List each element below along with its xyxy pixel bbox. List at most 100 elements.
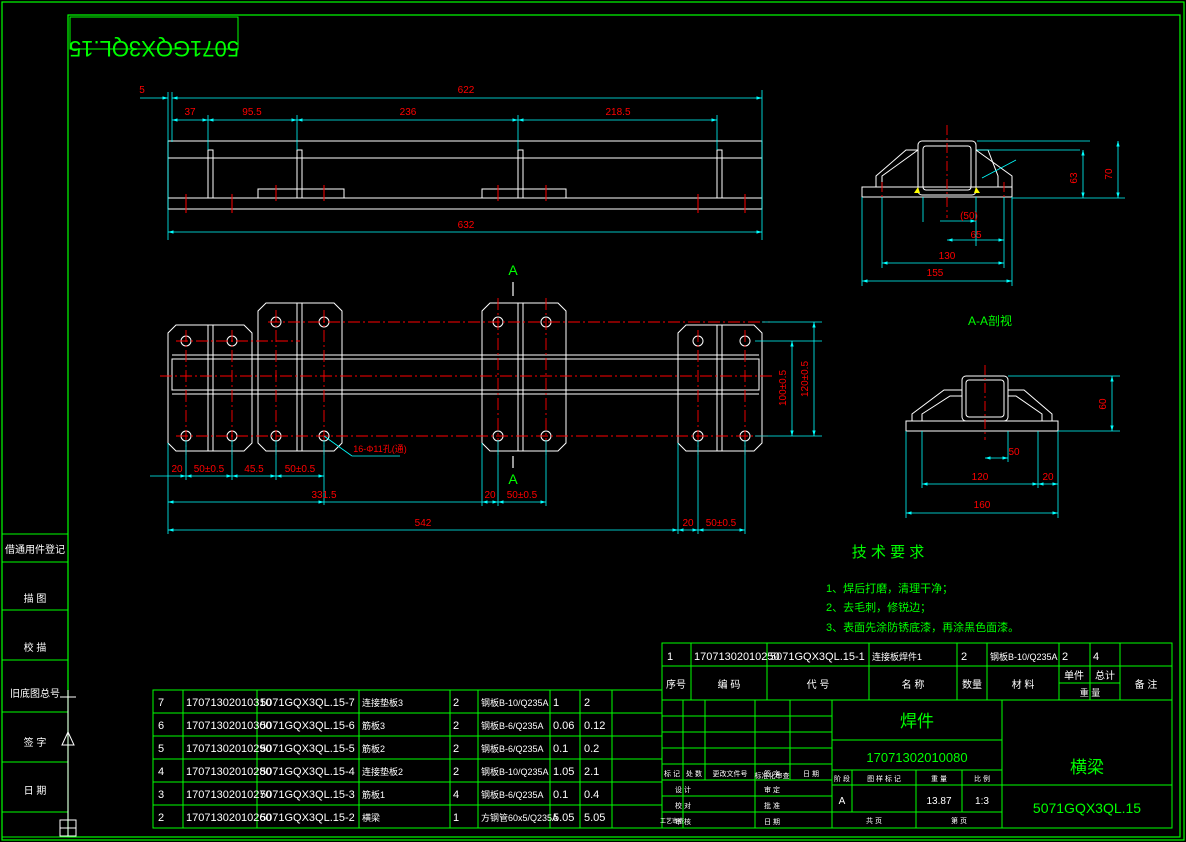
bom-header-cell-0: 序号 — [666, 678, 686, 691]
bom-row-1-cell-3: 筋板3 — [362, 720, 385, 731]
front-view: 5 622 37 95.5 236 218.5 632 — [139, 85, 763, 240]
dim-236: 236 — [400, 107, 417, 118]
end-view-geometry — [905, 375, 1059, 432]
dim-end-20: 20 — [1042, 472, 1054, 483]
bom-row-2-cell-3: 筋板2 — [362, 743, 385, 754]
bom-row-0-cell-3: 连接垫板3 — [362, 697, 403, 708]
bom-row-3-cell-5: 钢板B-10/Q235A — [481, 766, 549, 777]
dim-total-632: 632 — [458, 220, 475, 231]
sheet-current: 第 页 — [951, 816, 967, 825]
scale-value: 1:3 — [975, 796, 989, 807]
dim-end-60: 60 — [1098, 398, 1109, 410]
side-label-5: 日 期 — [24, 785, 47, 797]
tech-req-item-1: 1、焊后打磨，清理干净； — [826, 581, 953, 595]
dim-37: 37 — [184, 107, 196, 118]
bom-row-4-cell-7: 0.4 — [584, 789, 599, 801]
bom-row-1-cell-1: 17071302010300 — [186, 720, 272, 732]
side-label-column: 借通用件登记 描 图 校 描 旧底图总号 签 字 日 期 — [1, 533, 77, 838]
plan-view-bolt-holes — [180, 316, 751, 442]
technical-requirements: 技 术 要 求 1、焊后打磨，清理干净； 2、去毛刺，修锐边； 3、表面先涂防锈… — [826, 544, 1019, 634]
bom-row-1-cell-7: 0.12 — [584, 720, 605, 732]
plan-view: A A — [150, 262, 822, 534]
role-left-3: 工艺审查 — [660, 817, 684, 825]
dim-plan-50d: 50±0.5 — [706, 518, 737, 529]
bom-row-4-cell-1: 17071302010270 — [186, 789, 272, 801]
section-a-a-dimensions — [861, 140, 1125, 286]
plan-view-centerlines — [160, 298, 772, 455]
role-right-0: 标准化审查 — [755, 771, 790, 780]
bom-top-row-cell-5: 钢板B-10/Q235A — [990, 651, 1058, 662]
bom-top-row-cell-3: 连接板焊件1 — [872, 651, 922, 662]
mirrored-drawing-number-text: 5071GQX3QL.15 — [69, 36, 239, 61]
side-label-3: 旧底图总号 — [10, 687, 60, 700]
section-a-a-geometry — [861, 140, 1013, 198]
bom-row-3-cell-0: 4 — [158, 766, 164, 778]
dim-sec-63: 63 — [1069, 172, 1080, 184]
bom-row-5-cell-5: 方钢管60x5/Q235A — [481, 812, 558, 823]
bom-top-row-cell-7: 4 — [1093, 651, 1099, 663]
bom-row-5-cell-2: 5071GQX3QL.15-2 — [260, 812, 355, 824]
bom-row-5-cell-1: 17071302010260 — [186, 812, 272, 824]
stage-header-2: 重 量 — [931, 775, 947, 783]
dim-sec-70: 70 — [1104, 168, 1115, 180]
front-view-dimensions — [140, 90, 763, 240]
dim-sec-130: 130 — [939, 251, 956, 262]
rev-header-0: 标 记 — [664, 769, 680, 778]
dim-plan-542: 542 — [415, 518, 432, 529]
side-label-2: 校 描 — [24, 641, 47, 654]
bom-row-0-cell-1: 17071302010310 — [186, 697, 272, 709]
tech-req-title: 技 术 要 求 — [852, 544, 925, 561]
dim-end-160: 160 — [974, 500, 991, 511]
bom-row-1-cell-6: 0.06 — [553, 720, 574, 732]
section-title: A-A剖视 — [968, 313, 1012, 328]
sheet-total: 共 页 — [866, 816, 882, 825]
tech-req-item-3: 3、表面先涂防锈底漆，再涂黑色面漆。 — [826, 620, 1019, 634]
bom-top-row-cell-4: 2 — [961, 651, 967, 663]
bom-row-2-cell-1: 17071302010290 — [186, 743, 272, 755]
bom-row-2-cell-7: 0.2 — [584, 743, 599, 755]
side-label-1: 描 图 — [24, 592, 47, 605]
front-view-hole-marks — [185, 185, 746, 213]
plan-view-dimensions — [150, 321, 822, 534]
bom-row-5-cell-4: 1 — [453, 812, 459, 824]
weight-value: 13.87 — [926, 796, 951, 807]
bom-row-3-cell-4: 2 — [453, 766, 459, 778]
dim-plan-120: 120±0.5 — [800, 361, 811, 398]
bom-row-0-cell-5: 钢板B-10/Q235A — [481, 697, 549, 708]
mirrored-drawing-number: 5071GQX3QL.15 — [69, 16, 239, 61]
dim-plan-50c: 50±0.5 — [507, 490, 538, 501]
bom-row-4-cell-2: 5071GQX3QL.15-3 — [260, 789, 355, 801]
tech-req-item-2: 2、去毛刺，修锐边； — [826, 600, 931, 614]
dim-95-5: 95.5 — [242, 107, 262, 118]
bom-row-0-cell-0: 7 — [158, 697, 164, 709]
stage-header-3: 比 例 — [974, 774, 990, 783]
side-label-0: 借通用件登记 — [5, 543, 65, 556]
role-left-0: 设 计 — [675, 785, 691, 794]
dim-plan-50a: 50±0.5 — [194, 464, 225, 475]
end-view-dimensions — [905, 375, 1120, 518]
role-right-2: 批 准 — [764, 801, 780, 810]
title-drawing-number: 5071GQX3QL.15 — [1033, 800, 1141, 816]
dim-plan-20b: 20 — [484, 490, 496, 501]
bom-row-2-cell-5: 钢板B-6/Q235A — [481, 743, 544, 754]
dim-total-622: 622 — [458, 85, 475, 96]
role-left-2: 审 核 — [675, 817, 691, 826]
title-name: 横梁 — [1070, 758, 1104, 777]
bom-row-5-cell-0: 2 — [158, 812, 164, 824]
dim-plan-20a: 20 — [171, 464, 183, 475]
end-view: 60 50 120 20 160 — [905, 365, 1120, 518]
dim-plan-20c: 20 — [682, 518, 694, 529]
bom-row-4-cell-3: 筋板1 — [362, 789, 385, 800]
bom-row-3-cell-3: 连接垫板2 — [362, 766, 403, 777]
side-label-4: 签 字 — [24, 736, 47, 749]
role-right-3: 日 期 — [764, 818, 780, 826]
bom-row-3-cell-6: 1.05 — [553, 766, 574, 778]
dim-plan-50b: 50±0.5 — [285, 464, 316, 475]
dim-sec-50: (50) — [960, 211, 978, 222]
rev-header-2: 更改文件号 — [713, 769, 748, 778]
title-code: 17071302010080 — [866, 750, 967, 765]
